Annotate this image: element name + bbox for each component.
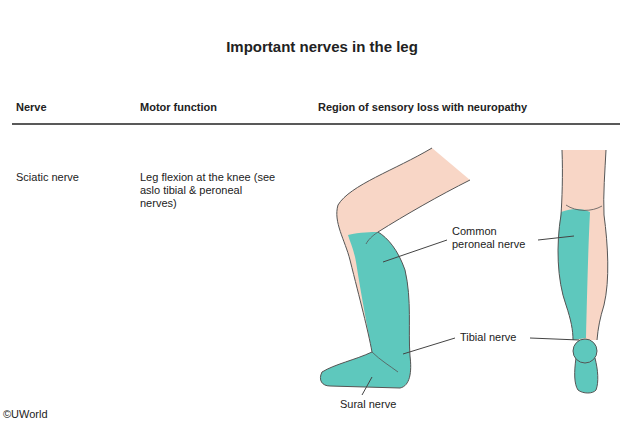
knee-line [366, 232, 378, 244]
ankle-line [372, 352, 398, 372]
nerve-label: Tibial nerve [460, 331, 530, 344]
copyright: ©UWorld [3, 408, 83, 421]
leg-outline [558, 150, 608, 340]
leg-skin [558, 150, 608, 340]
sensory-region [320, 232, 410, 388]
leader-line [362, 377, 372, 395]
leg-skin [320, 148, 470, 388]
knee-crease [566, 205, 602, 210]
nerve-name: Sciatic nerve [16, 171, 126, 184]
diagram-title: Important nerves in the leg [2, 38, 632, 56]
leader-line [403, 338, 455, 354]
header-rule [12, 123, 620, 125]
column-header: Nerve [16, 101, 116, 114]
nerve-label: Common peroneal nerve [452, 225, 536, 251]
leg-outline [320, 148, 470, 388]
column-header: Motor function [140, 101, 290, 114]
nerve-label: Sural nerve [340, 398, 420, 411]
leader-line [538, 236, 574, 240]
heel [573, 339, 597, 363]
motor-function: Leg flexion at the knee (see aslo tibial… [140, 171, 280, 210]
leader-line [530, 338, 579, 340]
leader-line [383, 240, 447, 262]
column-header: Region of sensory loss with neuropathy [318, 101, 618, 114]
sensory-region [558, 209, 590, 340]
